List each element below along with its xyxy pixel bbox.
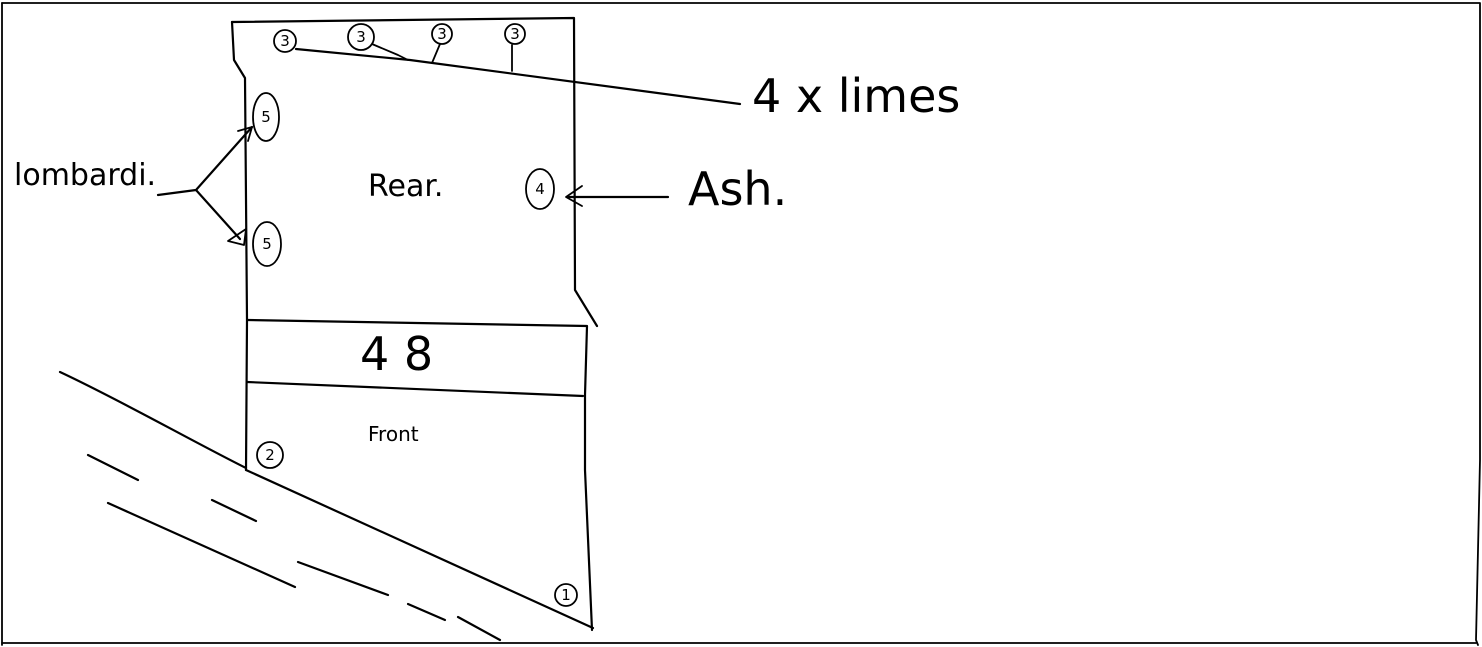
- tree-number-top-4: 3: [510, 25, 520, 43]
- tree-number-top-2: 3: [356, 28, 366, 46]
- tree-number-left-lower: 5: [262, 235, 272, 253]
- limes-leader: [294, 43, 742, 106]
- middle-band-label: 4 8: [360, 327, 433, 381]
- tree-marker-right-ash: [525, 168, 555, 210]
- tree-number-top-1: 3: [280, 32, 290, 50]
- tree-marker-top-1: [273, 29, 297, 53]
- tree-number-top-3: 3: [437, 25, 447, 43]
- tree-marker-front-right: [554, 583, 578, 607]
- tree-number-left-upper: 5: [261, 108, 271, 126]
- tree-number-right-ash: 4: [535, 180, 545, 198]
- ash-arrow: [565, 185, 670, 207]
- tree-number-front-left: 2: [265, 446, 275, 464]
- front-label: Front: [368, 422, 419, 446]
- tree-marker-front-left: [256, 441, 284, 469]
- tree-marker-top-4: [504, 23, 526, 45]
- tree-marker-left-upper: [252, 92, 280, 142]
- lombardi-label: lombardi.: [14, 158, 156, 193]
- limes-label: 4 x limes: [752, 69, 960, 123]
- tree-number-front-right: 1: [561, 586, 571, 604]
- tree-marker-left-lower: [252, 221, 282, 267]
- top-tree-row: 3 3 3 3: [273, 23, 526, 53]
- tree-marker-top-2: [347, 23, 375, 51]
- ash-label: Ash.: [688, 162, 787, 216]
- rear-label: Rear.: [368, 169, 443, 204]
- lombardi-arrows: [156, 125, 254, 246]
- lombardi-trees: 5 5: [252, 92, 282, 267]
- plot-outline: [230, 16, 599, 632]
- river: [58, 370, 502, 642]
- tree-marker-top-3: [431, 23, 453, 45]
